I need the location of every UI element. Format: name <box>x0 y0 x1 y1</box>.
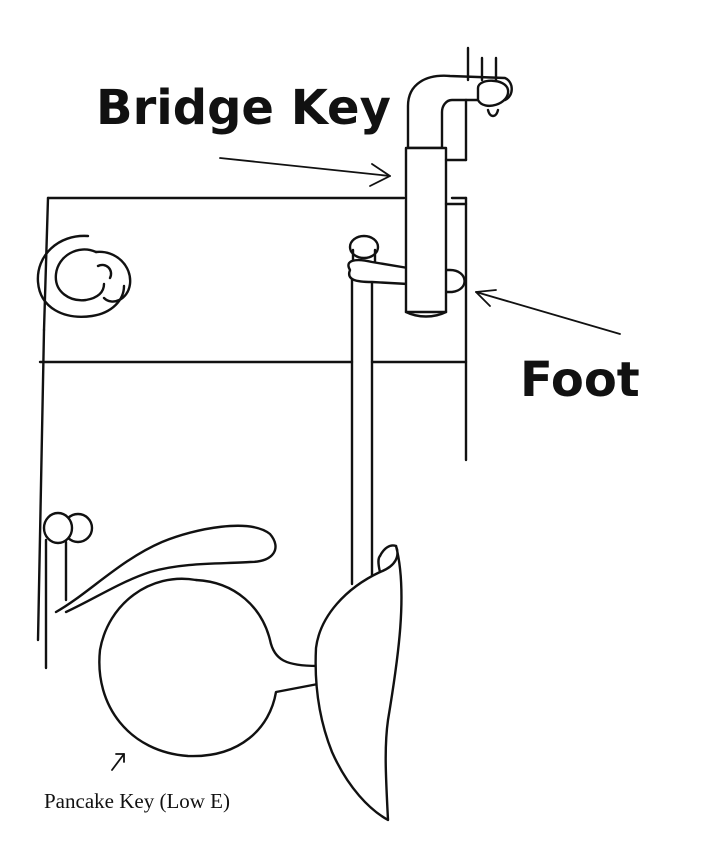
lower-key-post <box>42 511 94 670</box>
foot-rod <box>347 258 466 294</box>
pancake-key-label: Pancake Key (Low E) <box>44 789 230 813</box>
touch-plate <box>314 544 403 822</box>
pancake-key <box>54 524 320 758</box>
upper-key-post <box>348 234 380 586</box>
ring-key <box>36 234 132 318</box>
arrow-to-foot <box>475 289 621 335</box>
instrument-body <box>36 196 468 642</box>
bridge-key-label: Bridge Key <box>96 80 391 136</box>
bridge-key <box>404 46 513 318</box>
foot-label: Foot <box>520 352 640 408</box>
arrow-to-bridge-key <box>219 157 391 187</box>
arrow-to-pancake-key <box>111 753 125 771</box>
